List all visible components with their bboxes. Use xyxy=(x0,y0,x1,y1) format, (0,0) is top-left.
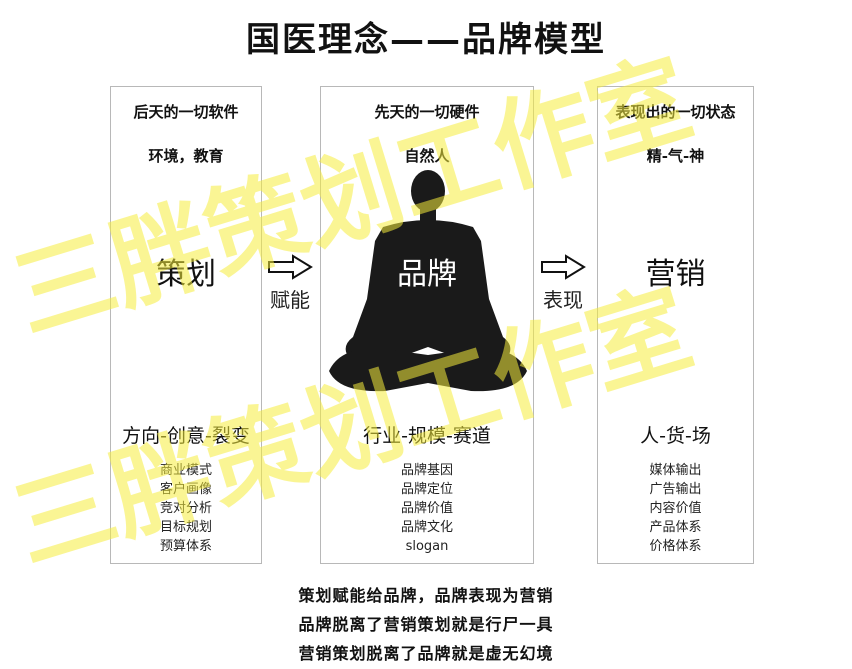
list-item: 价格体系 xyxy=(649,539,702,554)
list-item: 媒体输出 xyxy=(649,463,702,478)
arrow-label-express: 表现 xyxy=(543,288,583,312)
arrow-empower: 赋能 xyxy=(260,254,320,313)
column-planning: 后天的一切软件 环境，教育 策划 方向-创意-裂变 商业模式 客户画像 竞对分析… xyxy=(110,86,262,564)
footer-line: 策划赋能给品牌，品牌表现为营销 xyxy=(298,586,554,605)
column-middle-line1: 先天的一切硬件 xyxy=(374,103,480,121)
footer-line: 营销策划脱离了品牌就是虚无幻境 xyxy=(298,644,554,663)
list-item: 品牌基因 xyxy=(400,463,453,478)
column-right-line1: 表现出的一切状态 xyxy=(615,103,736,121)
column-left-line1: 后天的一切软件 xyxy=(133,103,239,121)
meditating-figure-icon xyxy=(329,170,527,392)
list-item: 客户画像 xyxy=(159,482,212,497)
column-left-items: 商业模式 客户画像 竞对分析 目标规划 预算体系 xyxy=(111,461,261,556)
column-marketing: 表现出的一切状态 精-气-神 营销 人-货-场 媒体输出 广告输出 内容价值 产… xyxy=(597,86,754,564)
column-left-subtitle: 方向-创意-裂变 xyxy=(122,425,250,447)
column-left-line2: 环境，教育 xyxy=(148,147,224,165)
right-arrow-icon xyxy=(268,254,313,280)
list-item: 广告输出 xyxy=(649,482,702,497)
column-right-heading: 营销 xyxy=(645,257,706,292)
column-middle-subtitle: 行业-规模-赛道 xyxy=(363,425,491,447)
column-middle-heading: 品牌 xyxy=(397,257,457,292)
list-item: 内容价值 xyxy=(649,501,702,516)
list-item: 竞对分析 xyxy=(159,501,212,516)
list-item: 品牌文化 xyxy=(400,520,453,535)
diagram-title: 国医理念——品牌模型 xyxy=(246,20,606,60)
column-right-line2: 精-气-神 xyxy=(646,147,705,165)
footer-line: 品牌脱离了营销策划就是行尸一具 xyxy=(298,615,554,634)
column-brand: 先天的一切硬件 自然人 品牌 行业-规模-赛道 品牌基因 品牌定位 品牌价值 品… xyxy=(320,86,534,564)
column-middle-line2: 自然人 xyxy=(404,147,450,165)
list-item: slogan xyxy=(405,539,449,554)
column-right-items: 媒体输出 广告输出 内容价值 产品体系 价格体系 xyxy=(598,461,753,556)
column-middle-items: 品牌基因 品牌定位 品牌价值 品牌文化 slogan xyxy=(321,461,533,556)
arrow-express: 表现 xyxy=(533,254,593,313)
column-right-subtitle: 人-货-场 xyxy=(640,425,711,447)
list-item: 预算体系 xyxy=(159,539,212,554)
list-item: 品牌定位 xyxy=(400,482,453,497)
list-item: 品牌价值 xyxy=(400,501,453,516)
list-item: 产品体系 xyxy=(649,520,702,535)
arrow-label-empower: 赋能 xyxy=(270,288,310,312)
right-arrow-icon xyxy=(541,254,586,280)
list-item: 商业模式 xyxy=(159,463,212,478)
column-left-heading: 策划 xyxy=(156,257,216,292)
list-item: 目标规划 xyxy=(159,520,212,535)
